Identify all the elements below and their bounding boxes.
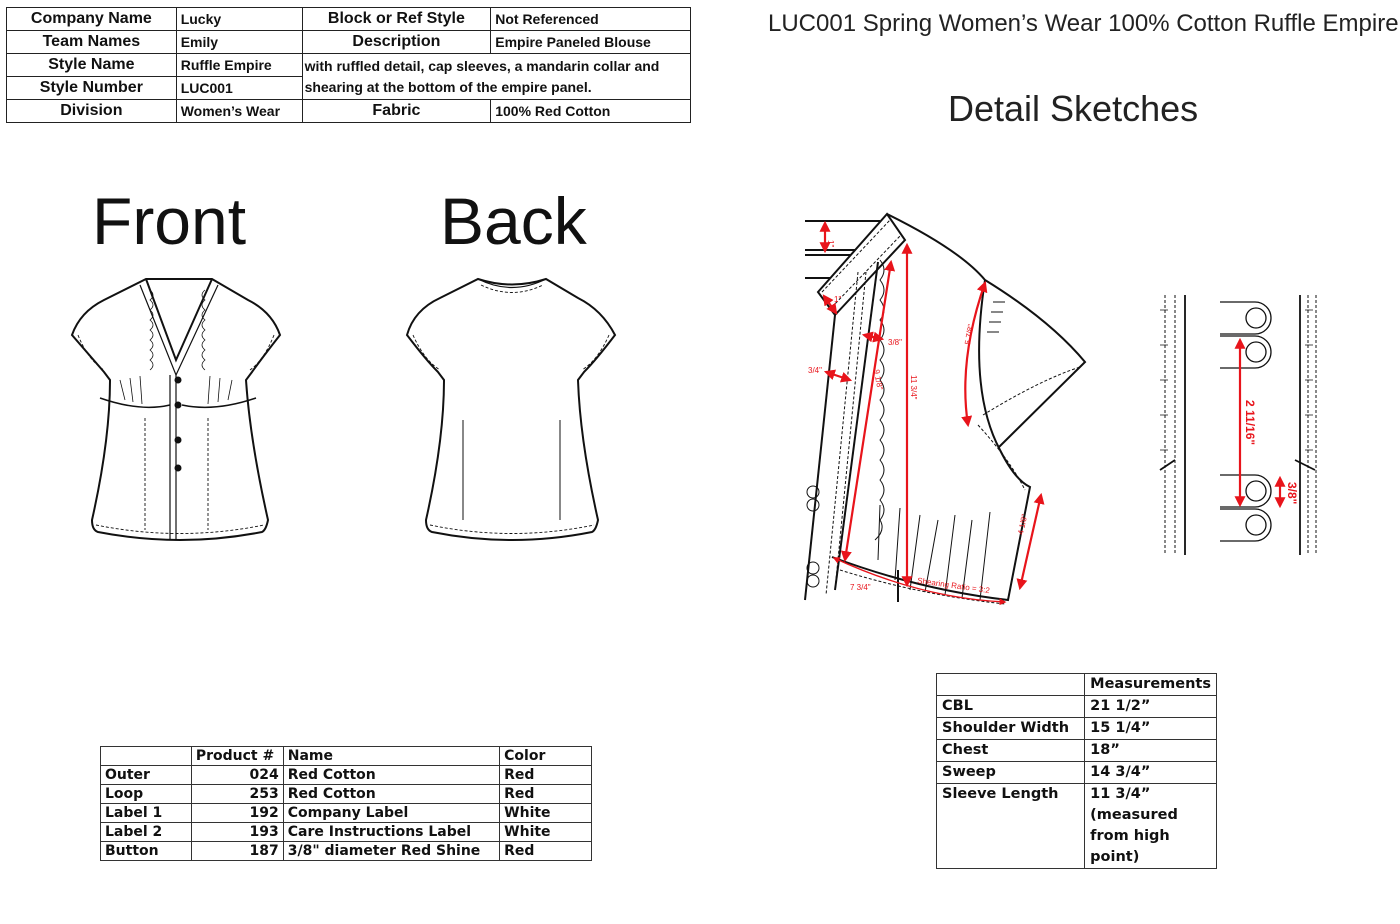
header-cell xyxy=(100,746,192,766)
back-flat-sketch xyxy=(405,277,617,541)
product-number: 253 xyxy=(190,784,284,804)
component-part: Label 1 xyxy=(100,803,192,823)
measurement-value: 15 1/4” xyxy=(1084,717,1217,740)
component-part: Outer xyxy=(100,765,192,785)
division-value: Women’s Wear xyxy=(175,99,303,123)
block-style-value: Not Referenced xyxy=(490,7,691,31)
product-number: 193 xyxy=(190,822,284,842)
component-color: Red xyxy=(499,765,592,785)
measurement-value: 18” xyxy=(1084,739,1217,762)
components-header-row: Product # Name Color xyxy=(100,746,592,766)
component-part: Button xyxy=(100,841,192,861)
spec-table: Company Name Lucky Block or Ref Style No… xyxy=(6,7,692,123)
dim-center-length: 11 3/4" xyxy=(909,375,918,400)
header-color: Color xyxy=(499,746,592,766)
component-color: White xyxy=(499,822,592,842)
front-heading: Front xyxy=(92,184,247,258)
detail-sketch-body: 1" 1" 3/4" 3/8" 9 1/8" 11 3/4" 5 7/8" 4 … xyxy=(804,212,1087,606)
component-color: Red xyxy=(499,841,592,861)
dim-hem: 7 3/4" xyxy=(850,583,871,592)
fabric-label: Fabric xyxy=(301,99,492,123)
dim-side-seam: 4 1/8" xyxy=(1016,513,1029,535)
dim-ruffle-length: 9 1/8" xyxy=(872,369,884,391)
fabric-value: 100% Red Cotton xyxy=(490,99,691,123)
measurement-value: 11 3/4” (measured from high point) xyxy=(1084,783,1217,869)
dim-armhole: 5 7/8" xyxy=(963,323,975,345)
team-names-value: Emily xyxy=(175,30,303,54)
button-loops xyxy=(1220,301,1272,542)
component-part: Loop xyxy=(100,784,192,804)
detail-sketches-heading: Detail Sketches xyxy=(948,88,1199,129)
component-color: Red xyxy=(499,784,592,804)
description-label: Description xyxy=(301,30,492,54)
company-name-label: Company Name xyxy=(6,7,177,31)
measurements-header-row: Measurements xyxy=(935,673,1217,696)
component-name: 3/8" diameter Red Shine xyxy=(282,841,501,861)
header-cell xyxy=(935,673,1086,696)
component-name: Care Instructions Label xyxy=(282,822,501,842)
team-names-label: Team Names xyxy=(6,30,177,54)
header-name: Name xyxy=(282,746,501,766)
component-name: Red Cotton xyxy=(282,765,501,785)
dim-collar-height: 1" xyxy=(826,240,835,247)
dim-collar-width: 1" xyxy=(834,295,841,304)
style-number-label: Style Number xyxy=(6,76,177,100)
dim-placket: 3/4" xyxy=(808,366,822,375)
dim-ruffle: 3/8" xyxy=(888,338,902,347)
back-heading: Back xyxy=(440,184,587,258)
measurement-label: Shoulder Width xyxy=(935,717,1086,740)
description-line1: Empire Paneled Blouse xyxy=(490,30,691,54)
measurement-label: Chest xyxy=(935,739,1086,762)
style-name-label: Style Name xyxy=(6,53,177,77)
component-name: Red Cotton xyxy=(282,784,501,804)
description-text: with ruffled detail, cap sleeves, a mand… xyxy=(301,53,692,100)
division-label: Division xyxy=(6,99,177,123)
company-name-value: Lucky xyxy=(175,7,303,31)
block-style-label: Block or Ref Style xyxy=(301,7,492,31)
dim-button-spacing: 2 11/16" xyxy=(1243,400,1257,445)
product-number: 024 xyxy=(190,765,284,785)
measurement-value: 21 1/2” xyxy=(1084,695,1217,718)
front-flat-sketch xyxy=(70,278,282,541)
dim-button-diameter: 3/8" xyxy=(1285,482,1299,504)
style-name-value: Ruffle Empire xyxy=(175,53,303,77)
component-name: Company Label xyxy=(282,803,501,823)
header-measurements: Measurements xyxy=(1084,673,1217,696)
measurement-label: Sleeve Length xyxy=(935,783,1086,869)
product-number: 187 xyxy=(190,841,284,861)
style-number-value: LUC001 xyxy=(175,76,303,100)
component-part: Label 2 xyxy=(100,822,192,842)
measurement-value: 14 3/4” xyxy=(1084,761,1217,784)
measurement-label: Sweep xyxy=(935,761,1086,784)
header-product-number: Product # xyxy=(190,746,284,766)
measurement-label: CBL xyxy=(935,695,1086,718)
product-number: 192 xyxy=(190,803,284,823)
detail-sketch-placket: 2 11/16" 3/8" xyxy=(1159,295,1317,555)
document-title: LUC001 Spring Women’s Wear 100% Cotton R… xyxy=(768,10,1399,37)
component-color: White xyxy=(499,803,592,823)
dimension-arrows xyxy=(819,220,1045,606)
